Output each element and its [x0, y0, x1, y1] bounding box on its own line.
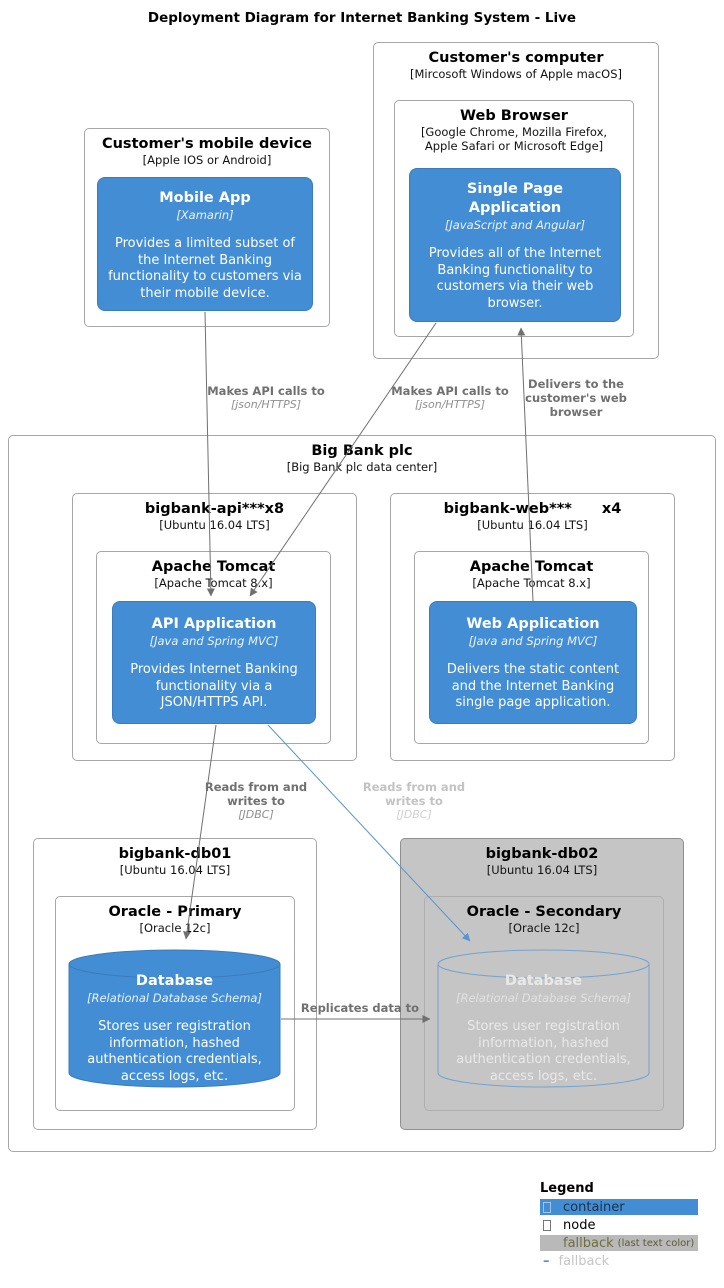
node-subtitle: [Big Bank plc data center] — [286, 460, 438, 474]
legend-note: (last text color) — [617, 1237, 695, 1249]
legend-label: fallback — [558, 1253, 610, 1269]
edge-label-api-to-db02: Reads from and writes to [JDBC] — [359, 780, 469, 822]
legend: Legend container node fallback (last tex… — [540, 1181, 698, 1271]
node-title: bigbank-web*** x4 — [391, 494, 674, 518]
container-mobile-app: Mobile App [Xamarin] Provides a limited … — [97, 177, 313, 311]
edge-label-spa-to-api: Makes API calls to [json/HTTPS] — [388, 384, 512, 412]
node-title: bigbank-api***x8 — [144, 501, 285, 517]
legend-item-container: container — [540, 1199, 698, 1215]
container-web-application: Web Application [Java and Spring MVC] De… — [429, 601, 637, 724]
node-swatch-icon — [543, 1219, 551, 1231]
edge-label-technology: [JDBC] — [396, 808, 432, 821]
node-title: bigbank-db02 — [485, 846, 599, 862]
database-cylinder-icon — [68, 949, 281, 1088]
node-subtitle: [Ubuntu 16.04 LTS] — [477, 518, 588, 532]
container-api-application: API Application [Java and Spring MVC] Pr… — [112, 601, 316, 724]
node-subtitle: [Oracle 12c] — [508, 921, 580, 935]
node-title: Oracle - Primary — [108, 904, 242, 920]
node-subtitle: [Ubuntu 16.04 LTS] — [159, 518, 270, 532]
node-title: Web Browser — [460, 108, 568, 124]
legend-title: Legend — [540, 1181, 594, 1196]
container-technology: [JavaScript and Angular] — [444, 218, 586, 232]
container-title: API Application — [151, 616, 277, 632]
legend-item-fallback-line: – fallback — [540, 1253, 698, 1269]
node-subtitle: [Apple IOS or Android] — [142, 153, 272, 167]
node-title: Big Bank plc — [311, 443, 413, 459]
container-description: Stores user registration information, ha… — [456, 1019, 631, 1084]
container-title: Database — [504, 973, 583, 989]
edge-label-web-to-spa: Delivers to the customer's web browser — [525, 377, 627, 419]
node-subtitle: [Apache Tomcat 8.x] — [472, 576, 591, 590]
container-title: Web Application — [466, 616, 600, 632]
container-description: Delivers the static content and the Inte… — [446, 662, 620, 710]
node-subtitle: [Google Chrome, Mozilla Firefox, Apple S… — [420, 125, 608, 153]
container-description: Provides all of the Internet Banking fun… — [428, 246, 602, 311]
legend-label: fallback — [563, 1235, 614, 1251]
legend-label: container — [563, 1199, 625, 1215]
container-description: Provides Internet Banking functionality … — [130, 662, 298, 710]
container-description: Provides a limited subset of the Interne… — [108, 236, 302, 301]
container-description: Stores user registration information, ha… — [87, 1019, 262, 1084]
legend-item-node: node — [540, 1217, 698, 1233]
node-subtitle: [Mircosoft Windows of Apple macOS] — [409, 67, 622, 81]
node-subtitle: [Apache Tomcat 8.x] — [154, 576, 273, 590]
database-text: Database [Relational Database Schema] St… — [68, 972, 281, 1085]
node-title: Oracle - Secondary — [466, 904, 622, 920]
edge-label-text: Reads from and writes to — [204, 780, 308, 808]
container-technology: [Java and Spring MVC] — [149, 634, 279, 648]
database-text: Database [Relational Database Schema] St… — [437, 972, 650, 1085]
container-single-page-application: Single Page Application [JavaScript and … — [409, 168, 621, 322]
container-technology: [Relational Database Schema] — [87, 991, 262, 1005]
container-technology: [Xamarin] — [176, 208, 234, 222]
container-database-primary: Database [Relational Database Schema] St… — [68, 948, 281, 1089]
edge-label-replicates: Replicates data to — [300, 1001, 420, 1015]
node-title-text: bigbank-web*** — [443, 501, 572, 517]
node-title: bigbank-db01 — [118, 846, 232, 862]
node-subtitle: [Ubuntu 16.04 LTS] — [119, 863, 231, 877]
page-title: Deployment Diagram for Internet Banking … — [147, 10, 577, 26]
database-cylinder-icon — [437, 949, 650, 1088]
container-title: Database — [135, 973, 214, 989]
edge-label-technology: [json/HTTPS] — [230, 398, 302, 411]
container-technology: [Relational Database Schema] — [456, 991, 631, 1005]
container-title: Mobile App — [159, 190, 251, 206]
node-title: Customer's computer — [428, 50, 604, 66]
fallback-line-icon: – — [543, 1253, 550, 1269]
container-title: Single Page Application — [466, 181, 564, 216]
edge-label-technology: [json/HTTPS] — [414, 398, 486, 411]
node-title: Customer's mobile device — [101, 136, 313, 152]
edge-label-mobile-to-api: Makes API calls to [json/HTTPS] — [206, 384, 326, 412]
container-swatch-icon — [543, 1201, 551, 1213]
node-subtitle: [Ubuntu 16.04 LTS] — [486, 863, 598, 877]
container-database-secondary: Database [Relational Database Schema] St… — [437, 948, 650, 1089]
edge-label-technology: [JDBC] — [238, 808, 274, 821]
edge-label-text: Makes API calls to — [207, 384, 325, 398]
edge-label-api-to-db01: Reads from and writes to [JDBC] — [201, 780, 311, 822]
container-technology: [Java and Spring MVC] — [468, 634, 598, 648]
edge-label-text: Makes API calls to — [391, 384, 509, 398]
node-title: Apache Tomcat — [469, 559, 594, 575]
edge-label-text: Reads from and writes to — [362, 780, 466, 808]
node-title: Apache Tomcat — [151, 559, 276, 575]
legend-label: node — [563, 1217, 596, 1233]
node-subtitle: [Oracle 12c] — [139, 921, 211, 935]
node-multiplier: x4 — [601, 501, 622, 517]
legend-item-fallback-background: fallback (last text color) — [540, 1235, 698, 1251]
